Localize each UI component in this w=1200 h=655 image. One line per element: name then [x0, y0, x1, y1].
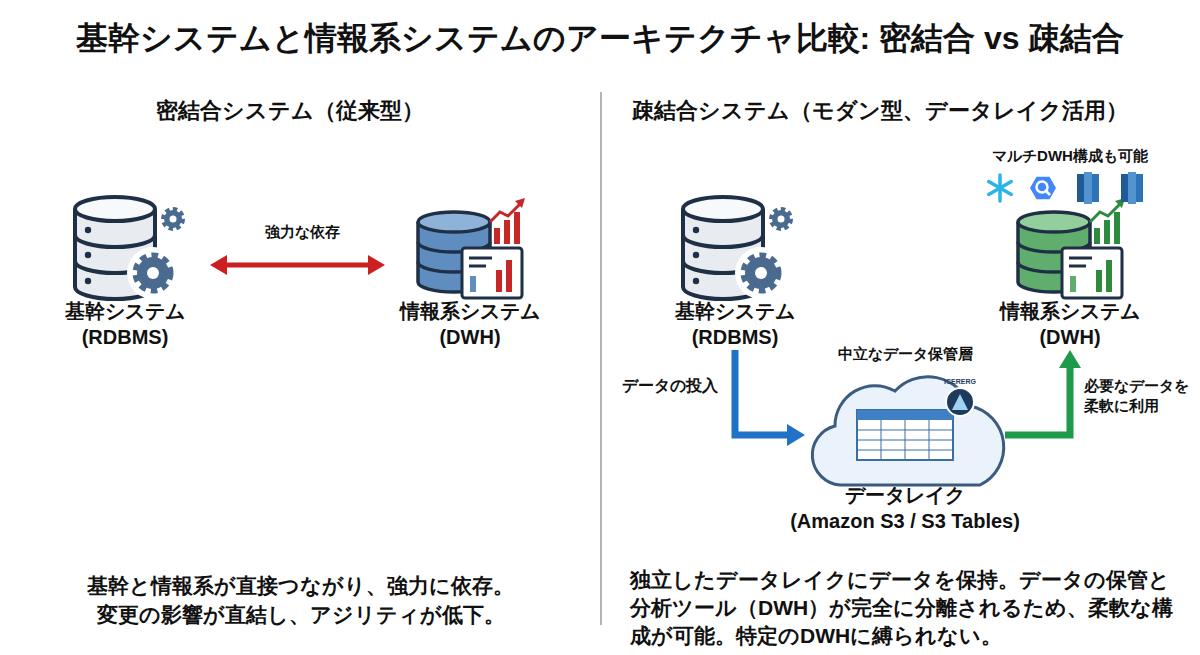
badge-text: ICERERG [935, 378, 985, 386]
redshift-logo [1136, 174, 1143, 202]
bigquery-logo [1030, 177, 1056, 200]
panel-divider [600, 92, 602, 625]
dwh-icon [1104, 220, 1110, 244]
dwh-icon [418, 198, 525, 298]
dwh-icon [462, 248, 522, 298]
connector-arrow [1005, 368, 1070, 435]
connector-arrow [227, 263, 368, 268]
node-sublabel: データレイク [805, 482, 1005, 508]
database-icon [75, 197, 186, 299]
redshift-logo [1128, 172, 1136, 204]
dwh-node: 情報系システム (DWH) [1005, 180, 1135, 350]
cloud-shape [857, 420, 953, 460]
dwh-icon [1062, 248, 1122, 298]
redshift-logo [1077, 172, 1099, 204]
edge-label: データの投入 [622, 376, 732, 397]
dwh-icon [469, 265, 486, 268]
iceberg-badge [946, 388, 974, 416]
bigquery-logo [1046, 191, 1050, 195]
redshift-logo [1121, 174, 1128, 202]
dwh-icon [418, 212, 490, 232]
edge-label: 強力な依存 [240, 222, 365, 242]
dwh-icon [494, 228, 500, 244]
cloud-shape [857, 410, 953, 460]
summary-note: 独立したデータレイクにデータを保持。データの保管と分析ツール（DWH）が完全に分… [630, 566, 1185, 650]
data-lake-node: 中立なデータ保管層データレイク(Amazon S3 / S3 Tables) [805, 340, 1005, 530]
iceberg-badge [946, 388, 974, 416]
cloud-shape [812, 377, 1003, 485]
dwh-icon [470, 276, 476, 292]
redshift-logo [1077, 174, 1084, 202]
dwh-icon [1114, 212, 1120, 244]
database-icon [683, 197, 794, 299]
dwh-icon [1069, 265, 1086, 268]
dwh-icon [1094, 228, 1100, 244]
snowflake-logo [989, 182, 1012, 195]
redshift-logo [1084, 172, 1092, 204]
connector-arrow [735, 350, 787, 435]
dwh-icon [514, 212, 520, 244]
panel-heading: 密結合システム（従来型） [130, 97, 450, 126]
redshift-logo [1121, 172, 1143, 204]
diagram-title: 基幹システムと情報系システムのアーキテクチャ比較: 密結合 vs 疎結合 [0, 18, 1200, 60]
callout-note: マルチDWH構成も可能 [990, 146, 1150, 166]
dwh-icon [1018, 198, 1125, 298]
dwh-icon [490, 202, 522, 222]
node-label: 基幹システム (RDBMS) [35, 298, 215, 350]
snowflake-logo [989, 175, 1012, 201]
dwh-icon [1069, 257, 1092, 260]
redshift-logo [1092, 174, 1099, 202]
iceberg-badge [952, 394, 968, 410]
bigquery-logo [1030, 177, 1056, 200]
rdbms-node: 基幹システム (RDBMS) [40, 180, 210, 350]
dwh-icon [506, 260, 512, 292]
dwh-icon [496, 270, 502, 292]
dwh-icon [469, 257, 492, 260]
cloud-shape [812, 377, 1003, 485]
dwh-icon [1106, 260, 1112, 292]
dwh-node: 情報系システム (DWH) [385, 180, 555, 350]
summary-note: 基幹と情報系が直接つながり、強力に依存。 変更の影響が直結し、アジリティが低下。 [78, 571, 523, 630]
node-label: 情報系システム (DWH) [980, 298, 1160, 350]
rdbms-node: 基幹システム (RDBMS) [650, 180, 820, 350]
dwh-icon [1096, 270, 1102, 292]
dwh-icon [515, 198, 525, 208]
node-label: 基幹システム (RDBMS) [645, 298, 825, 350]
edge-label: 必要なデータを 柔軟に利用 [1084, 376, 1194, 415]
node-sublabel: (Amazon S3 / S3 Tables) [765, 508, 1045, 534]
cloud-shape [857, 410, 953, 420]
node-label: 情報系システム (DWH) [380, 298, 560, 350]
dwh-icon [1090, 202, 1122, 222]
panel-heading: 疎結合システム（モダン型、データレイク活用） [632, 97, 1192, 126]
node-label: 中立なデータ保管層 [805, 344, 1005, 364]
dwh-icon [504, 220, 510, 244]
bigquery-logo [1037, 182, 1048, 193]
snowflake-logo [989, 182, 1012, 195]
dwh-icon [1070, 276, 1076, 292]
dwh-icon [1018, 212, 1090, 232]
